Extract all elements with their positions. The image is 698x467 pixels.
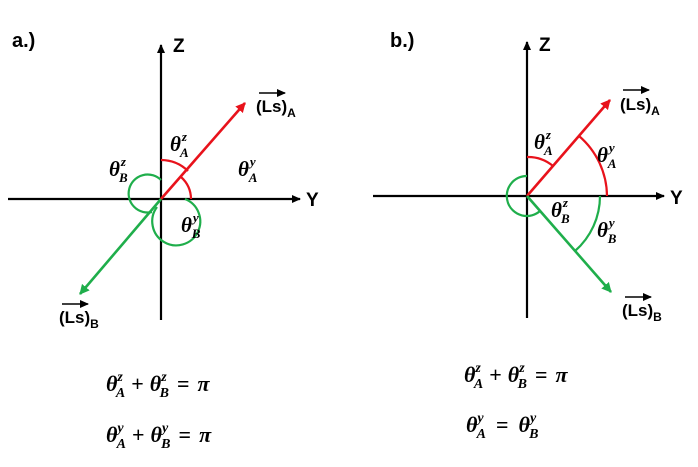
panel-a-vector-b xyxy=(79,198,162,295)
panel-a-vector-b-label: (Ls)B xyxy=(59,308,99,331)
panel-b-arc-theta-y-a xyxy=(578,135,609,197)
panel-b-y-label: Y xyxy=(670,188,683,209)
panel-b-z-label: Z xyxy=(539,35,551,56)
panel-a-vector-a xyxy=(160,102,246,200)
panel-b-vector-a-label: (Ls)A xyxy=(620,95,660,118)
panel-b-vector-b xyxy=(526,195,612,293)
panel-b-vector-b-label: (Ls)B xyxy=(622,301,662,324)
panel-a-arc-theta-y-b xyxy=(151,197,202,247)
panel-a-label: a.) xyxy=(12,30,35,52)
panel-b-arc-theta-z-b xyxy=(505,174,541,218)
panel-b-arc-theta-y-b xyxy=(574,195,602,252)
panel-a-arc-theta-y-a xyxy=(180,176,193,200)
panel-a-vector-a-label: (Ls)A xyxy=(256,97,296,120)
panel-a-arc-theta-z-b xyxy=(127,173,162,214)
panel-b-arc-theta-z-a xyxy=(526,155,554,167)
panel-a-arc-theta-z-a xyxy=(160,158,189,172)
panel-a-z-label: Z xyxy=(173,36,185,57)
panel-b-vector-a xyxy=(526,99,611,197)
panel-a-y-label: Y xyxy=(306,190,319,211)
panel-b-label: b.) xyxy=(390,30,414,52)
